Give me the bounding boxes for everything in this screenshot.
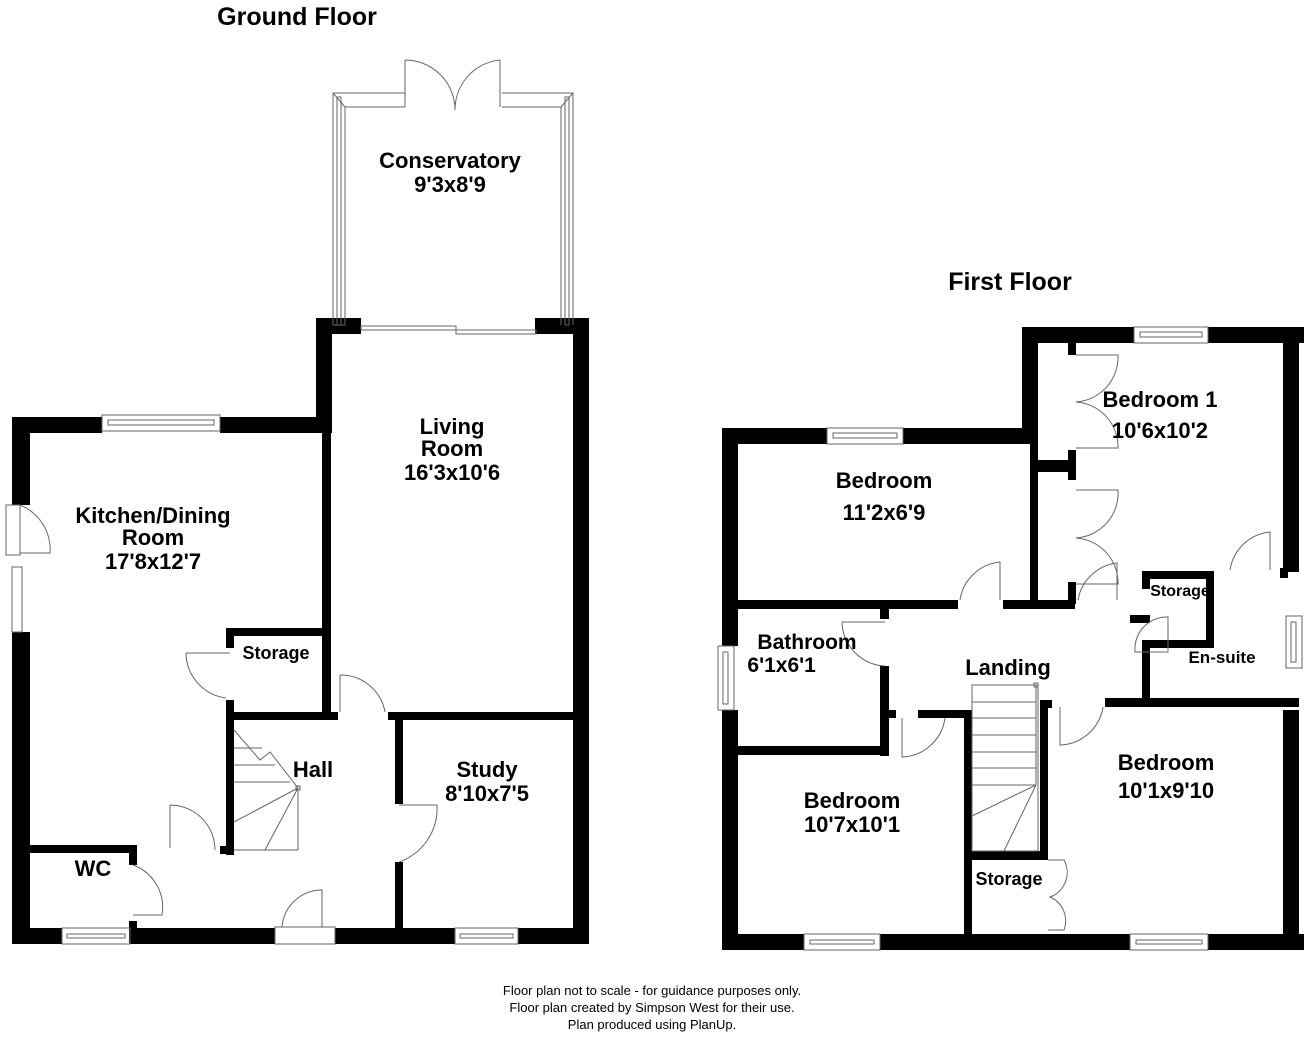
room-name: Bedroom <box>835 468 933 493</box>
room-name: Storage <box>975 869 1043 889</box>
first-floor-walls <box>722 327 1304 950</box>
first-floor-title: First Floor <box>948 268 1072 296</box>
room-wc: WC <box>75 858 112 880</box>
room-dimensions: 10'7x10'1 <box>803 812 901 837</box>
room-name: En-suite <box>1188 648 1256 667</box>
room-bedroom-1: Bedroom 1 10'6x10'2 <box>1103 389 1218 442</box>
room-name: Study <box>456 757 518 782</box>
room-name: Bedroom 1 <box>1102 387 1218 412</box>
room-storage-first-south: Storage <box>975 870 1042 888</box>
room-dimensions: 11'2x6'9 <box>842 500 926 525</box>
room-kitchen-dining: Kitchen/Dining Room 17'8x12'7 <box>75 505 230 573</box>
room-dimensions: 6'1x6'1 <box>747 654 816 677</box>
room-name: Landing <box>965 655 1051 680</box>
room-en-suite: En-suite <box>1188 649 1255 666</box>
room-dimensions: 10'1x9'10 <box>1117 778 1215 803</box>
room-name-line2: Room <box>420 436 484 461</box>
room-dimensions: 17'8x12'7 <box>104 549 202 574</box>
room-landing: Landing <box>965 657 1051 679</box>
ground-floor-fixtures <box>5 59 574 945</box>
room-bedroom-southeast: Bedroom 10'1x9'10 <box>1118 752 1215 802</box>
room-bedroom-southwest: Bedroom 10'7x10'1 <box>804 790 901 836</box>
room-name-line1: Living <box>419 414 485 439</box>
room-name: Conservatory <box>379 148 521 173</box>
room-dimensions: 10'6x10'2 <box>1111 418 1209 443</box>
room-name: Storage <box>242 643 310 663</box>
disclaimer-footer: Floor plan not to scale - for guidance p… <box>503 982 801 1033</box>
disclaimer-line-3: Plan produced using PlanUp. <box>567 1017 737 1032</box>
room-dimensions: 16'3x10'6 <box>403 460 501 485</box>
room-name: WC <box>74 856 112 881</box>
room-conservatory: Conservatory 9'3x8'9 <box>379 150 521 196</box>
room-name: Hall <box>292 757 334 782</box>
room-storage-ground: Storage <box>242 644 309 662</box>
room-dimensions: 9'3x8'9 <box>414 172 486 197</box>
room-name-line2: Room <box>121 525 185 550</box>
ground-floor-walls <box>12 318 589 944</box>
room-name: Bedroom <box>803 788 901 813</box>
disclaimer-line-2: Floor plan created by Simpson West for t… <box>509 1000 795 1015</box>
ground-floor-title: Ground Floor <box>217 3 377 31</box>
room-name: Storage <box>1150 583 1210 600</box>
room-dimensions: 8'10x7'5 <box>445 781 529 806</box>
room-bathroom: Bathroom 6'1x6'1 <box>747 631 857 676</box>
room-study: Study 8'10x7'5 <box>445 759 529 805</box>
disclaimer-line-1: Floor plan not to scale - for guidance p… <box>502 983 802 998</box>
first-floor-fixtures <box>717 326 1303 951</box>
room-name: Bathroom <box>757 631 857 654</box>
room-living-room: Living Room 16'3x10'6 <box>404 416 500 484</box>
room-hall: Hall <box>293 759 333 781</box>
room-bedroom-north: Bedroom 11'2x6'9 <box>836 470 933 524</box>
room-name: Bedroom <box>1117 750 1215 775</box>
room-name-line1: Kitchen/Dining <box>75 503 231 528</box>
room-storage-first-east: Storage <box>1150 584 1210 600</box>
